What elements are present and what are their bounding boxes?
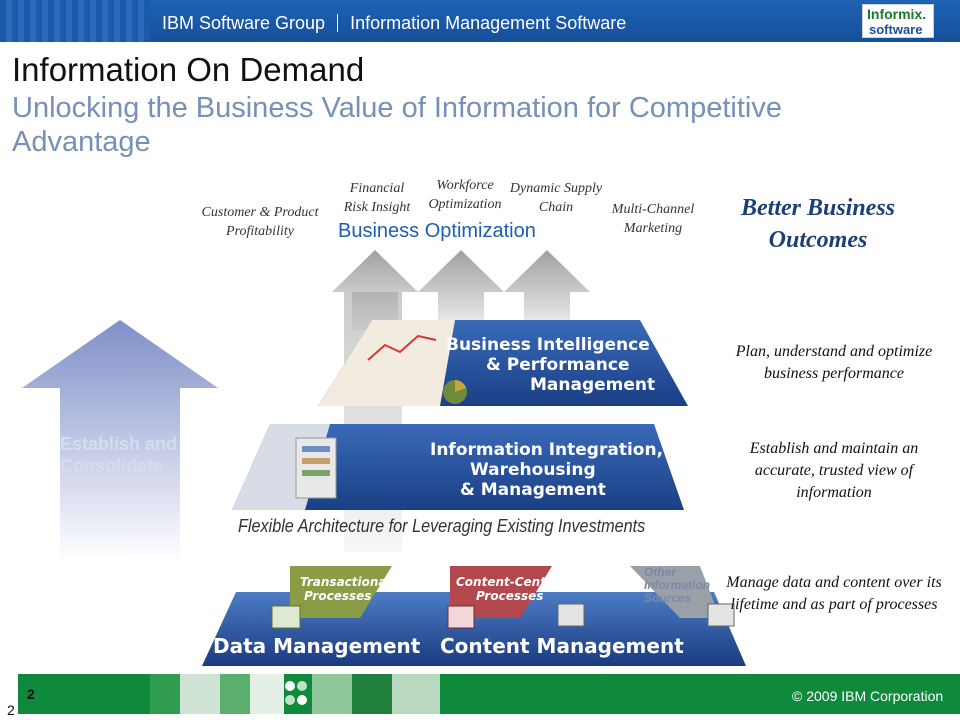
page-number: 2 [27,686,35,702]
consolidate-arrow [22,320,218,560]
label-multichannel: Multi-Channel Marketing [611,202,695,236]
arrow-text-line1: Establish and [60,434,177,454]
bi-line3: Management [530,375,655,395]
header-pattern [0,0,150,42]
label-dynamic-supply: Dynamic Supply Chain [509,181,603,215]
integration-layer [232,424,684,510]
footer-left-margin [0,674,18,720]
other-sources-line1: Other [644,565,677,579]
desc-data: Manage data and content over its lifetim… [726,574,942,613]
header-division: Information Management Software [350,13,627,33]
integration-line1: Information Integration, [430,440,663,460]
page-number-secondary: 2 [7,702,15,718]
page-subtitle: Unlocking the Business Value of Informat… [12,92,782,158]
bi-layer [318,320,688,406]
other-sources-label: Other Information Sources [644,566,710,605]
data-management-label: Data Management [213,634,421,658]
header-title: IBM Software Group Information Management… [162,13,626,34]
flexible-architecture-label: Flexible Architecture for Leveraging Exi… [238,516,646,536]
content-centric-line1: Content-Centric [456,575,563,589]
desc-bi: Plan, understand and optimize business p… [735,343,933,382]
content-management-label: Content Management [440,634,684,658]
footer-bar: 2 2 © 2009 IBM Corporation [0,674,960,720]
desc-integration: Establish and maintain an accurate, trus… [749,440,919,501]
header-group: IBM Software Group [162,13,326,33]
base-layer [202,566,746,666]
bi-line2: & Performance [486,355,629,375]
logo-line1: Informix. [867,6,927,22]
transactional-line1: Transactional [300,575,392,589]
copyright: © 2009 IBM Corporation [792,688,944,704]
integration-line3: & Management [460,480,606,500]
bi-line1: Business Intelligence [446,335,650,355]
logo-line2: software [869,22,923,37]
content-centric-line2: Processes [476,589,543,603]
page-title: Information On Demand [12,51,365,88]
other-sources-line3: Sources [644,591,692,605]
label-financial-risk: Financial Risk Insight [343,181,411,215]
integration-line2: Warehousing [470,460,596,480]
label-business-optimization: Business Optimization [338,220,536,242]
other-sources-line2: Information [644,578,710,592]
label-better-outcomes: Better Business Outcomes [740,195,896,253]
header-divider [337,14,339,32]
informix-logo: Informix. software [862,4,934,38]
transactional-line2: Processes [304,589,371,603]
arrow-text-line2: Consolidate [60,456,163,476]
footer-image-strip [150,674,440,714]
label-workforce: Workforce Optimization [428,178,502,212]
label-customer-product: Customer & Product Profitability [201,205,319,239]
header-bar: IBM Software Group Information Management… [0,0,960,42]
